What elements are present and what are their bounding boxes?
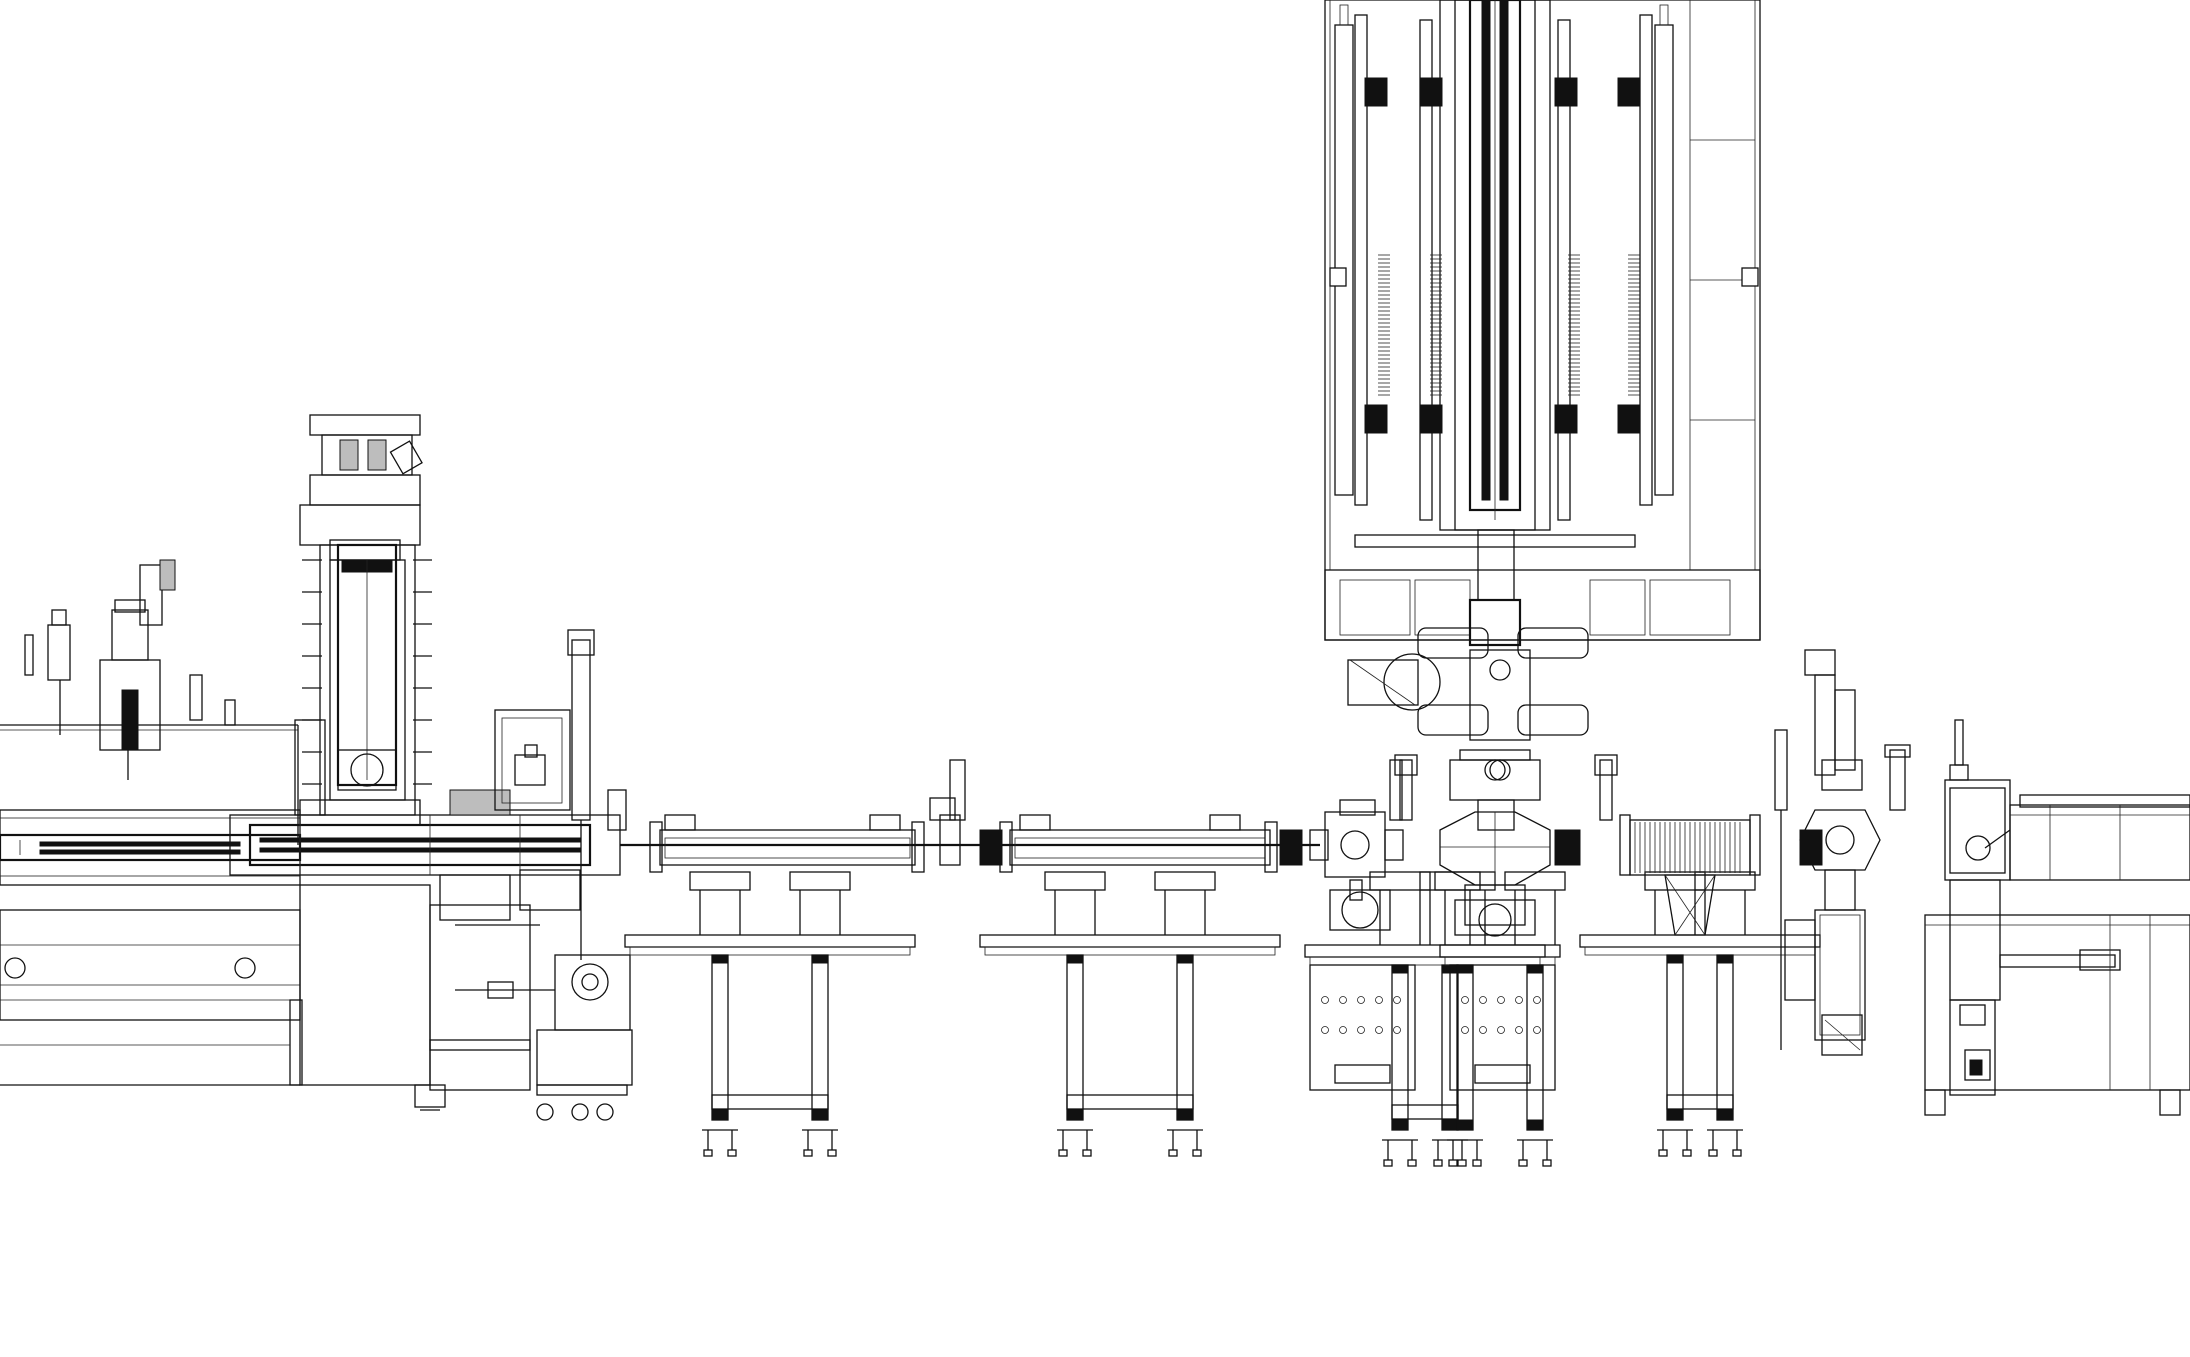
frame-top-beam xyxy=(624,934,916,948)
foot-pad xyxy=(1192,1149,1202,1157)
panel-hole xyxy=(1393,1026,1401,1034)
foot-pad xyxy=(1472,1159,1482,1167)
foot-pad xyxy=(1383,1159,1393,1167)
frame-joint xyxy=(1716,954,1734,964)
frame-joint xyxy=(811,954,829,964)
frame-joint xyxy=(1526,1119,1544,1131)
foot-pad xyxy=(1433,1159,1443,1167)
frame-top-beam xyxy=(979,934,1281,948)
frame-joint xyxy=(1526,964,1544,974)
right-end-module xyxy=(1924,719,2190,1116)
foot-pad xyxy=(827,1149,837,1157)
foot-pad xyxy=(1682,1149,1692,1157)
frame-joint xyxy=(1066,1109,1084,1121)
frame-top-rail xyxy=(1309,956,1541,966)
vertical-column xyxy=(294,414,432,826)
frame-top-beam xyxy=(1304,944,1546,958)
panel-hole xyxy=(1533,1026,1541,1034)
panel-hole xyxy=(1339,996,1347,1004)
panel-hole xyxy=(1515,1026,1523,1034)
foot-pad xyxy=(1457,1159,1467,1167)
foot-pad xyxy=(1732,1149,1742,1157)
panel-hole xyxy=(1497,996,1505,1004)
panel-hole xyxy=(1461,996,1469,1004)
frame-joint xyxy=(1456,964,1474,974)
frame-joint xyxy=(1666,954,1684,964)
frame-joint xyxy=(1176,1109,1194,1121)
foot-pad xyxy=(1708,1149,1718,1157)
foot-pad xyxy=(1168,1149,1178,1157)
panel-hole xyxy=(1393,996,1401,1004)
frame-top-beam xyxy=(1439,944,1561,958)
foot-pad xyxy=(1448,1159,1458,1167)
panel-hole xyxy=(1479,996,1487,1004)
panel-hole xyxy=(1357,996,1365,1004)
frame-joint xyxy=(811,1109,829,1121)
frame-cross-beam xyxy=(1666,1094,1734,1110)
mount-block xyxy=(1154,871,1216,891)
mount-block xyxy=(1504,871,1566,891)
cabinet-panel xyxy=(1309,964,1416,1091)
tower xyxy=(1324,0,1761,781)
frame-joint xyxy=(1391,1119,1409,1131)
mount-block xyxy=(689,871,751,891)
frame-top-rail xyxy=(629,946,911,956)
transfer-tubes xyxy=(620,759,1823,873)
support-frames xyxy=(624,871,1821,1167)
mount-block xyxy=(1419,871,1481,891)
frame-joint xyxy=(711,1109,729,1121)
frame-joint xyxy=(1176,954,1194,964)
panel-hole xyxy=(1339,1026,1347,1034)
panel-hole xyxy=(1497,1026,1505,1034)
frame-joint xyxy=(1666,1109,1684,1121)
mount-block xyxy=(789,871,851,891)
panel-hole xyxy=(1375,996,1383,1004)
cabinet-panel xyxy=(1449,964,1556,1091)
bellows-module xyxy=(1619,814,1761,936)
cabinet-bracket xyxy=(1474,1064,1531,1084)
left-module xyxy=(0,559,303,1086)
foot-pad xyxy=(727,1149,737,1157)
frame-leg xyxy=(1456,964,1474,1131)
panel-hole xyxy=(1515,996,1523,1004)
center-left-mechanism xyxy=(229,629,633,1121)
central-cross-chamber xyxy=(1394,749,1618,937)
frame-joint xyxy=(1716,1109,1734,1121)
panel-hole xyxy=(1461,1026,1469,1034)
chamber-a xyxy=(1309,759,1404,931)
foot-pad xyxy=(1518,1159,1528,1167)
mount-block xyxy=(1044,871,1106,891)
frame-cross-beam xyxy=(711,1094,829,1110)
panel-hole xyxy=(1321,1026,1329,1034)
frame-cross-beam xyxy=(1066,1094,1194,1110)
frame-joint xyxy=(1066,954,1084,964)
foot-pad xyxy=(1058,1149,1068,1157)
foot-pad xyxy=(1082,1149,1092,1157)
frame-joint xyxy=(711,954,729,964)
panel-hole xyxy=(1357,1026,1365,1034)
mount-block xyxy=(1369,871,1431,891)
foot-pad xyxy=(1407,1159,1417,1167)
frame-leg xyxy=(1526,964,1544,1131)
panel-hole xyxy=(1533,996,1541,1004)
cabinet-bracket xyxy=(1334,1064,1391,1084)
foot-pad xyxy=(1542,1159,1552,1167)
panel-hole xyxy=(1321,996,1329,1004)
frame-joint xyxy=(1391,964,1409,974)
panel-hole xyxy=(1479,1026,1487,1034)
frame-cross-beam xyxy=(1391,1104,1459,1120)
foot-pad xyxy=(803,1149,813,1157)
foot-pad xyxy=(1658,1149,1668,1157)
frame-top-rail xyxy=(984,946,1276,956)
foot-pad xyxy=(703,1149,713,1157)
right-manipulator xyxy=(1774,649,1911,1056)
panel-hole xyxy=(1375,1026,1383,1034)
frame-joint xyxy=(1456,1119,1474,1131)
frame-joint xyxy=(1441,1119,1459,1131)
frame-top-beam xyxy=(1579,934,1821,948)
frame-top-rail xyxy=(1444,956,1556,966)
